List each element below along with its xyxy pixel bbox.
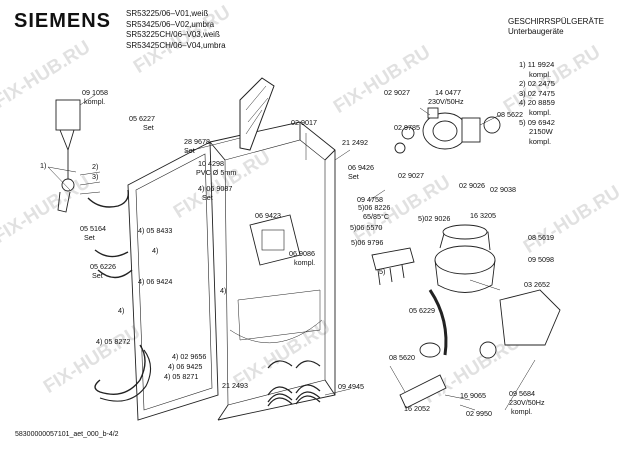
part-number-label: 05 6229 (409, 306, 435, 315)
part-number-label: 05 6227 (129, 114, 155, 123)
drain-pump (499, 289, 561, 346)
part-number-label: 09 4758 (357, 195, 383, 204)
part-note-label: kompl. (84, 97, 106, 106)
footnote-line: kompl. (529, 107, 552, 117)
part-number-label: 4) 06 9425 (168, 362, 203, 371)
part-number-label: 5)06 5570 (350, 223, 383, 232)
part-number-label: 06 9086 (289, 249, 315, 258)
footnote-line: 2) 02 2475 (519, 79, 555, 89)
part-spec-label: 230V/50Hz (509, 398, 545, 407)
part-number-label: 05 5164 (80, 224, 106, 233)
part-number-label: 4) 02 9656 (172, 352, 207, 361)
part-number-label: 03 2652 (524, 280, 550, 289)
part-note-label: Set (202, 193, 213, 202)
part-number-label: 08 5622 (497, 110, 523, 119)
tub-frame (209, 121, 336, 421)
part-number-label: 5)06 9796 (351, 238, 384, 247)
part-note-label: Set (348, 172, 359, 181)
document-code: 58300000057101_aet_000_b-4/2 (15, 431, 119, 438)
footnote-line: 5) 09 6942 (519, 117, 555, 127)
model-line: SR53225CH/06–V03,weiß (126, 30, 220, 39)
brand-logo: SIEMENS (14, 10, 112, 32)
part-number-label: 02 9026 (459, 181, 485, 190)
appliance-category: GESCHIRRSPÜLGERÄTE Unterbaugeräte (508, 17, 604, 37)
part-number-label: 10 4298 (198, 159, 224, 168)
part-note-label: Set (84, 233, 95, 242)
part-number-label: 02 9027 (384, 88, 410, 97)
part-number-label: 02 9017 (291, 118, 317, 127)
part-number-label: 02 9950 (466, 409, 492, 418)
part-number-label: 14 0477 (435, 88, 461, 97)
footnote-ref: 2) (92, 162, 99, 171)
part-number-label: 16 9065 (460, 391, 486, 400)
model-line: SR53225/06–V01,weiß (126, 9, 209, 18)
part-number-label: 09 1058 (82, 88, 108, 97)
part-note-label: Set (143, 123, 154, 132)
part-spec-label: 65/85°C (363, 212, 390, 221)
part-number-label: 02 9027 (398, 171, 424, 180)
footnote-line: kompl. (529, 69, 552, 79)
part-spec-label: PVC Ø 5mm (196, 168, 237, 177)
part-number-label: 4) 06 9424 (138, 277, 173, 286)
footnote-ref: 4) (220, 286, 227, 295)
part-spec-label: 230V/50Hz (428, 97, 464, 106)
part-number-label: 28 9678 (184, 137, 210, 146)
part-number-label: 09 5098 (528, 255, 554, 264)
part-number-label: 09 4945 (338, 382, 364, 391)
heater (249, 214, 301, 266)
model-list: SR53225/06–V01,weiß SR53425/06–V02,umbra… (126, 9, 226, 51)
footnote-ref: 4) (118, 306, 125, 315)
part-number-label: 21 2492 (342, 138, 368, 147)
part-number-label: 08 5620 (389, 353, 415, 362)
part-number-label: 16 3205 (470, 211, 496, 220)
part-number-label: 4) 05 8433 (138, 226, 173, 235)
hose-tube (399, 374, 447, 409)
footnote-ref: 3) (92, 172, 99, 181)
side-panel (127, 141, 219, 421)
hose (87, 189, 129, 208)
footnote-line: 2150W (529, 127, 553, 137)
part-number-label: 4) 06 9087 (198, 184, 233, 193)
model-line: SR53425/06–V02,umbra (126, 19, 215, 29)
footnote-line: kompl. (529, 136, 552, 146)
door-seal-strip (239, 77, 275, 151)
part-number-label: 16 2052 (404, 404, 430, 413)
part-number-label: 21 2493 (222, 381, 248, 390)
heating-element (371, 247, 415, 271)
footnote-line: 4) 20 8859 (519, 98, 555, 108)
part-number-label: 5)02 9026 (418, 214, 451, 223)
footnote-line: 3) 02 7475 (519, 88, 555, 98)
part-number-label: 06 9426 (348, 163, 374, 172)
part-note-label: Set (184, 146, 195, 155)
category-subtitle: Unterbaugeräte (508, 27, 564, 36)
footnote-ref: 5) (379, 267, 386, 276)
sump (434, 245, 496, 275)
inlet-valve (55, 99, 81, 131)
part-note-label: kompl. (294, 258, 316, 267)
part-note-label: kompl. (511, 407, 533, 416)
part-number-label: 06 9423 (255, 211, 281, 220)
footnotes: 1) 11 9924 kompl. 2) 02 2475 3) 02 7475 … (519, 60, 555, 146)
model-line: SR53425CH/06–V04,umbra (126, 40, 226, 50)
clip-set (267, 360, 321, 407)
part-number-label: 02 9038 (490, 185, 516, 194)
part-number-label: 09 5684 (509, 389, 535, 398)
part-number-label: 05 6226 (90, 262, 116, 271)
cable-harness (94, 344, 146, 395)
part-note-label: Set (92, 271, 103, 280)
part-number-label: 5)06 8226 (358, 203, 391, 212)
drain-hose (428, 289, 448, 356)
part-number-label: 4) 05 8271 (164, 372, 199, 381)
footnote-line: 1) 11 9924 (519, 60, 555, 69)
footnote-ref: 4) (152, 246, 159, 255)
footnote-ref: 1) (40, 161, 47, 170)
category-title: GESCHIRRSPÜLGERÄTE (508, 17, 605, 26)
part-number-label: 08 5619 (528, 233, 554, 242)
part-number-label: 4) 05 8272 (96, 337, 131, 346)
part-number-label: 02 9785 (394, 123, 420, 132)
